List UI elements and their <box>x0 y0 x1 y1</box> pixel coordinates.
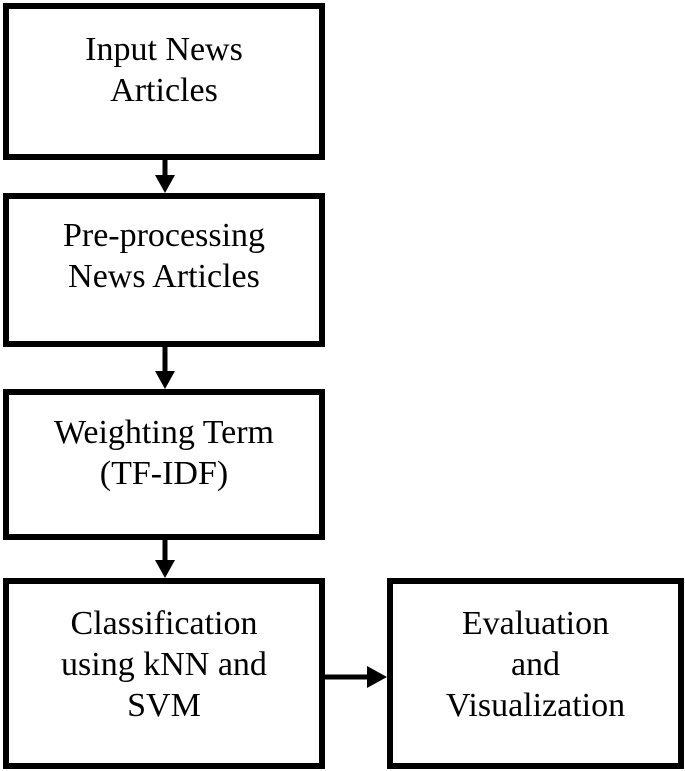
node-input-news-articles: Input News Articles <box>3 3 325 160</box>
arrow-weighting-to-classification <box>155 540 175 578</box>
node-label-line: Articles <box>110 72 218 109</box>
node-label-line: Pre-processing <box>62 217 266 254</box>
node-evaluation-visualization: Evaluation and Visualization <box>387 578 684 769</box>
node-label-line: using kNN and <box>61 646 267 683</box>
node-preprocessing: Pre-processing News Articles <box>3 193 325 347</box>
node-label-line: Weighting Term <box>54 414 274 451</box>
node-label-line: Evaluation <box>461 605 610 642</box>
node-label-line: (TF-IDF) <box>99 455 229 492</box>
node-weighting-term: Weighting Term (TF-IDF) <box>3 389 325 540</box>
node-label-line: Input News <box>85 31 243 68</box>
node-label-line: Visualization <box>445 687 626 724</box>
node-classification: Classification using kNN and SVM <box>3 578 325 769</box>
arrow-classification-to-evaluation <box>325 666 387 688</box>
arrow-input-to-preprocessing <box>155 160 175 193</box>
node-label-line: Classification <box>70 605 258 642</box>
node-label-line: News Articles <box>68 258 260 295</box>
node-label-line: and <box>510 646 561 683</box>
arrow-preprocessing-to-weighting <box>155 347 175 389</box>
node-label-line: SVM <box>127 687 201 724</box>
